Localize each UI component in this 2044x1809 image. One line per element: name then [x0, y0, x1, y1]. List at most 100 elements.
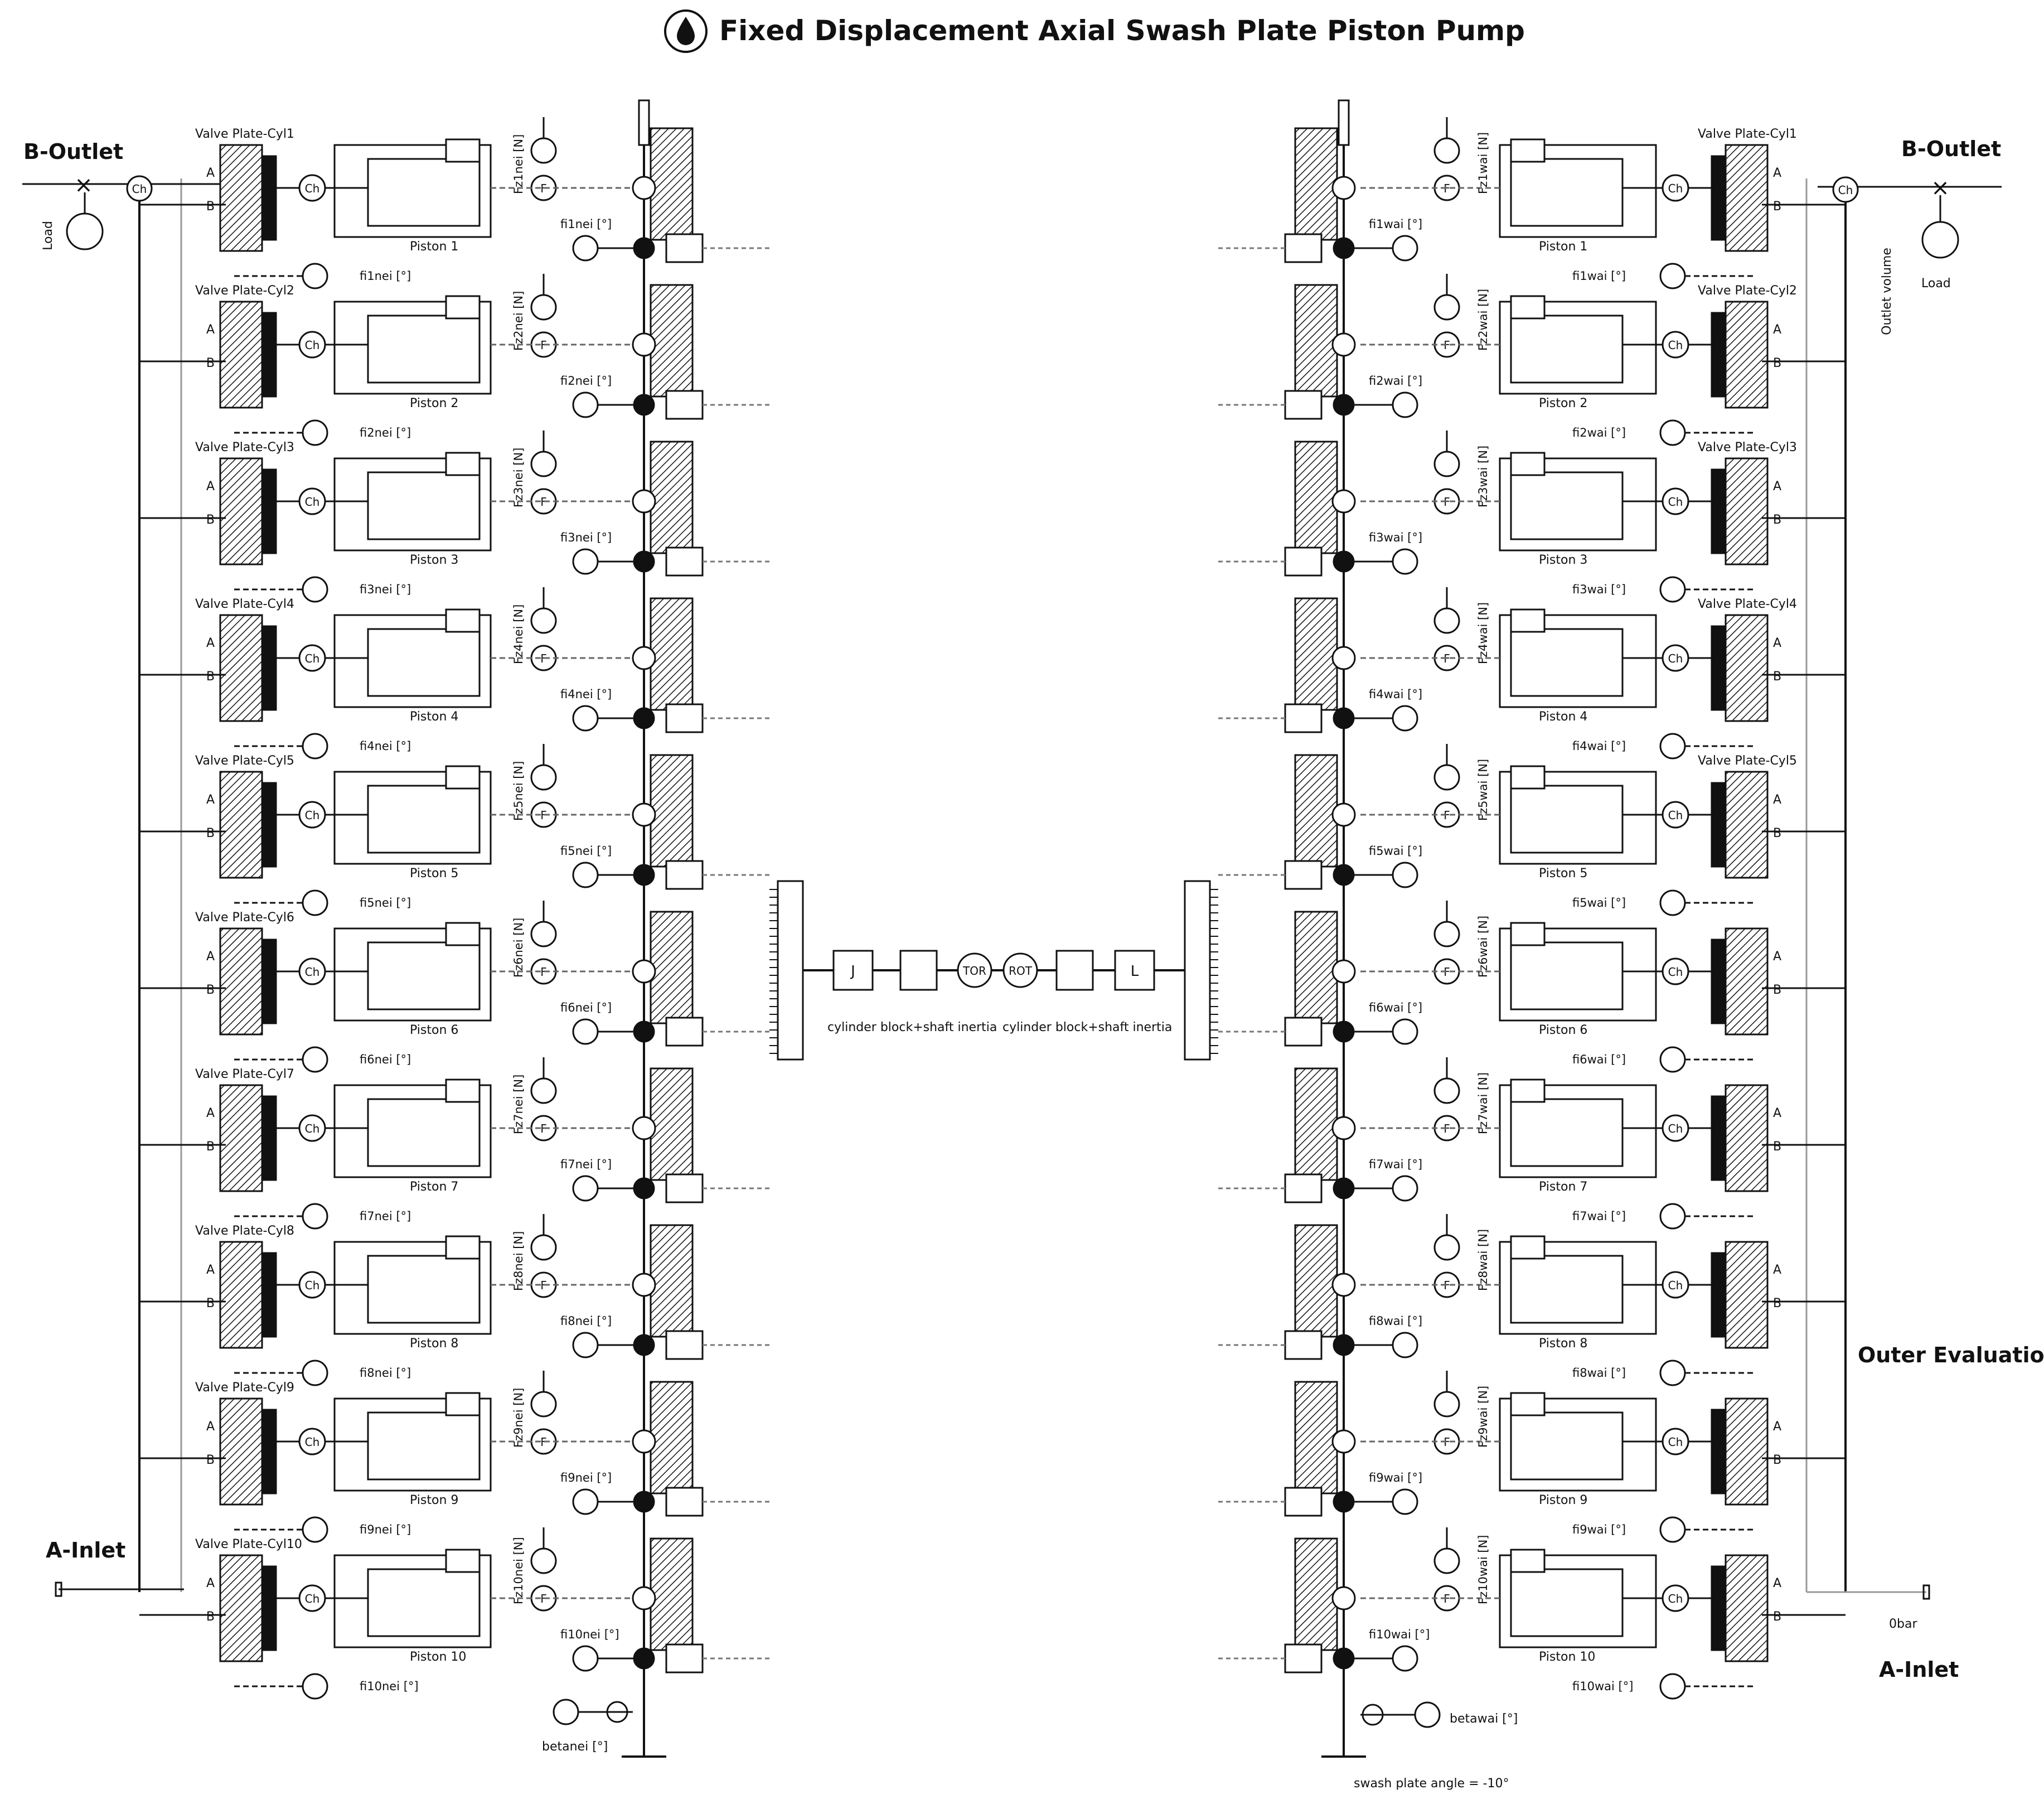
left-port-a: A — [206, 1576, 215, 1590]
right-ch-text: Ch — [1668, 1279, 1683, 1292]
right-fi-block — [1284, 390, 1323, 420]
right-valve-plate-core — [1711, 1095, 1727, 1181]
right-port-a: A — [1773, 1576, 1781, 1590]
left-port-a: A — [206, 636, 215, 650]
right-piston-label: Piston 1 — [1539, 240, 1588, 254]
right-shaft-joint — [1331, 959, 1356, 984]
right-ch-text: Ch — [1668, 1592, 1683, 1605]
left-piston-frame — [333, 1554, 492, 1648]
left-force-sensor-text: F — [540, 652, 547, 665]
left-shaft-joint — [632, 176, 656, 200]
left-fi-block — [665, 1173, 704, 1203]
right-shaft-joint — [1331, 1116, 1356, 1140]
left-valve-plate-label: Valve Plate-Cyl6 — [195, 911, 294, 925]
left-fi-sensor — [572, 235, 599, 262]
right-port-b: B — [1773, 1297, 1781, 1310]
right-valve-plate-label: Valve Plate-Cyl1 — [1698, 127, 1797, 141]
right-port-a: A — [1773, 950, 1781, 964]
right-force-sensor-text: F — [1444, 1435, 1450, 1449]
left-piston-label: Piston 1 — [410, 240, 459, 254]
left-shaft-joint — [632, 1116, 656, 1140]
right-ch-text: Ch — [1668, 965, 1683, 979]
right-fi-bot-label: fi5wai [°] — [1572, 896, 1626, 910]
left-valve-plate-label: Valve Plate-Cyl4 — [195, 597, 294, 611]
left-port-a: A — [206, 480, 215, 494]
right-fi-bot-label: fi4wai [°] — [1572, 739, 1626, 753]
left-valve-plate-block — [219, 301, 263, 409]
right-valve-plate-core — [1711, 1252, 1727, 1338]
right-fi-bot-sensor — [1659, 419, 1686, 446]
right-piston-label: Piston 7 — [1539, 1180, 1588, 1194]
left-port-b: B — [206, 1297, 215, 1310]
right-fi-bot-label: fi7wai [°] — [1572, 1210, 1626, 1223]
left-ch-text: Ch — [305, 1592, 320, 1605]
right-fi-bot-label: fi2wai [°] — [1572, 426, 1626, 439]
left-fi-bot-sensor — [302, 576, 328, 603]
left-shaft-block — [650, 127, 694, 241]
right-valve-plate-label: Valve Plate-Cyl5 — [1698, 754, 1797, 768]
left-port-a: A — [206, 1106, 215, 1120]
right-force-sensor-text: F — [1444, 965, 1450, 979]
right-piston-label: Piston 4 — [1539, 710, 1588, 724]
left-fi-bot-sensor — [302, 263, 328, 289]
right-fi-sensor — [1392, 391, 1418, 418]
right-fi-bot-label: fi6wai [°] — [1572, 1053, 1626, 1066]
right-piston-body — [1510, 315, 1624, 384]
left-force-label: Fz1nei [N] — [512, 134, 525, 194]
right-fi-node — [1333, 394, 1355, 416]
right-piston-body — [1510, 471, 1624, 540]
right-valve-plate-block — [1725, 1554, 1769, 1662]
right-piston-label: Piston 10 — [1539, 1650, 1596, 1664]
right-valve-plate-label: Valve Plate-Cyl4 — [1698, 597, 1797, 611]
left-valve-plate-label: Valve Plate-Cyl2 — [195, 284, 294, 298]
right-valve-plate-core — [1711, 625, 1727, 711]
left-valve-plate-label: Valve Plate-Cyl5 — [195, 754, 294, 768]
right-fi-bot-label: fi10wai [°] — [1572, 1680, 1634, 1693]
left-valve-plate-label: Valve Plate-Cyl8 — [195, 1224, 294, 1238]
left-piston-frame — [333, 927, 492, 1022]
left-force-sensor-text: F — [540, 1435, 547, 1449]
betawai-label: betawai [°] — [1450, 1712, 1518, 1726]
left-fi-node — [633, 1647, 655, 1670]
right-shaft-joint — [1331, 802, 1356, 827]
right-shaft-block — [1294, 1381, 1338, 1494]
right-fi-bot-sensor — [1659, 263, 1686, 289]
left-ch-text: Ch — [305, 652, 320, 665]
right-fi-sensor — [1392, 235, 1418, 262]
left-fi-sensor — [572, 1488, 599, 1515]
right-shaft-joint — [1331, 1429, 1356, 1454]
left-piston-body — [367, 941, 481, 1010]
left-piston-label: Piston 6 — [410, 1023, 459, 1037]
right-port-b: B — [1773, 513, 1781, 527]
right-fi-sensor — [1392, 1488, 1418, 1515]
right-fi-block — [1284, 1643, 1323, 1673]
right-fi-node — [1333, 864, 1355, 886]
left-force-sensor-text: F — [540, 1592, 547, 1605]
left-fi-sensor — [572, 862, 599, 888]
zero-bar-label: 0bar — [1889, 1617, 1917, 1631]
left-fi-bot-sensor — [302, 1203, 328, 1230]
left-valve-plate-block — [219, 1554, 263, 1662]
left-valve-plate-block — [219, 1397, 263, 1506]
left-fi-bot-label: fi5nei [°] — [360, 896, 411, 910]
right-shaft-block — [1294, 1537, 1338, 1651]
right-valve-plate-block — [1725, 144, 1769, 252]
right-piston-top — [1510, 922, 1546, 946]
left-shaft-joint — [632, 959, 656, 984]
left-piston-label: Piston 7 — [410, 1180, 459, 1194]
right-shaft-block — [1294, 1224, 1338, 1338]
left-valve-plate-label: Valve Plate-Cyl7 — [195, 1067, 294, 1081]
left-force-label: Fz7nei [N] — [512, 1074, 525, 1134]
left-fi-block — [665, 390, 704, 420]
right-fi-block — [1284, 1487, 1323, 1517]
left-piston-frame — [333, 1241, 492, 1335]
right-shaft-joint — [1331, 646, 1356, 670]
b-outlet-left-label: B-Outlet — [23, 139, 124, 164]
left-valve-plate-core — [261, 468, 277, 554]
right-shaft-block — [1294, 127, 1338, 241]
b-outlet-left-ch-text: Ch — [132, 182, 147, 196]
left-fi-node — [633, 1334, 655, 1356]
left-shaft-joint — [632, 1586, 656, 1610]
left-force-sensor-top — [530, 1234, 557, 1261]
left-force-sensor-text: F — [540, 1279, 547, 1292]
